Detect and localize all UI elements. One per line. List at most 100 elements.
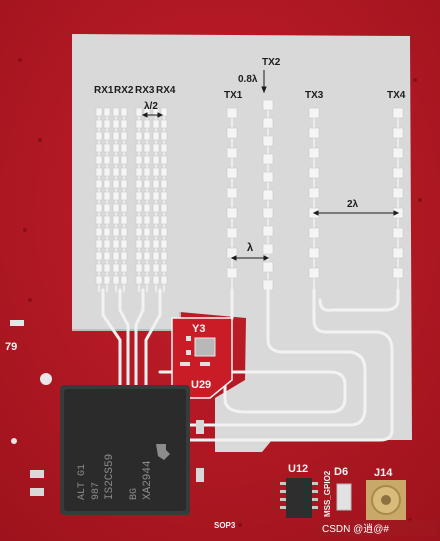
rx-col-rx2-b-patch bbox=[120, 107, 128, 117]
rx-col-rx1-a-patch bbox=[95, 239, 103, 249]
tx-col-3-patch bbox=[308, 187, 320, 199]
rx-col-rx1-b-patch bbox=[103, 227, 111, 237]
rx-col-rx1-a-patch bbox=[95, 203, 103, 213]
chip-line-4: 987 bbox=[91, 482, 102, 500]
rx-col-rx4-a-patch bbox=[152, 143, 160, 153]
rx-col-rx4-a bbox=[152, 107, 160, 292]
rx-col-rx3-a-patch bbox=[135, 203, 143, 213]
rx-col-rx4-b-patch bbox=[160, 107, 168, 117]
rx-col-rx3-a-patch bbox=[135, 107, 143, 117]
tx-col-3-patch bbox=[308, 127, 320, 139]
chip-line-2: BG bbox=[129, 488, 140, 500]
tx-col-3-patch bbox=[308, 107, 320, 119]
rx-col-rx3-a-patch bbox=[135, 155, 143, 165]
rx-col-rx3-b-patch bbox=[143, 143, 151, 153]
tx-col-4-patch bbox=[392, 267, 404, 279]
d6-led bbox=[336, 483, 352, 511]
rx-col-rx2-a-patch bbox=[112, 167, 120, 177]
rx-col-rx4-a-patch bbox=[152, 251, 160, 261]
rx-col-rx3-b-patch bbox=[143, 215, 151, 225]
rx-col-rx2-a-patch bbox=[112, 179, 120, 189]
rx-col-rx2-a-patch bbox=[112, 227, 120, 237]
rx-col-rx3-b-patch bbox=[143, 263, 151, 273]
rx-col-rx4-b-patch bbox=[160, 251, 168, 261]
rx-col-rx2-b-patch bbox=[120, 143, 128, 153]
tx-col-2-patch bbox=[262, 225, 274, 237]
tx-col-1-patch bbox=[226, 187, 238, 199]
tx-col-3-patch bbox=[308, 227, 320, 239]
rx-col-rx4-b-patch bbox=[160, 131, 168, 141]
rx-col-rx2-b-patch bbox=[120, 275, 128, 285]
tx-col-1-patch bbox=[226, 227, 238, 239]
rx-col-rx2-a-patch bbox=[112, 107, 120, 117]
silk-edge-ref: 79 bbox=[5, 341, 17, 353]
tx-feed-3 bbox=[162, 288, 394, 442]
tx-col-1-patch bbox=[226, 267, 238, 279]
rx-col-rx3-a-patch bbox=[135, 179, 143, 189]
tx-col-1-patch bbox=[226, 147, 238, 159]
chip-line-1: XA2944 bbox=[142, 460, 154, 500]
rx-col-rx2-b bbox=[120, 107, 128, 292]
label-two-lambda: 2λ bbox=[347, 199, 359, 210]
tx-col-2-patch bbox=[262, 171, 274, 183]
rx-col-rx1-a-patch bbox=[95, 263, 103, 273]
rx-col-rx1-b-patch bbox=[103, 179, 111, 189]
rx-col-rx1-b-patch bbox=[103, 275, 111, 285]
tx-col-4-patch bbox=[392, 127, 404, 139]
rx-col-rx3-b-patch bbox=[143, 251, 151, 261]
rx-col-rx4-a-patch bbox=[152, 227, 160, 237]
tx-col-4-patch bbox=[392, 147, 404, 159]
tx-col-1-patch bbox=[226, 107, 238, 119]
rx-col-rx4-b bbox=[160, 107, 168, 292]
passive-components bbox=[10, 320, 204, 496]
tx-col-1-patch bbox=[226, 127, 238, 139]
rx-col-rx3-a-patch bbox=[135, 119, 143, 129]
rx-col-rx4-a-patch bbox=[152, 167, 160, 177]
rx-col-rx2-b-patch bbox=[120, 227, 128, 237]
rx-col-rx4-a-patch bbox=[152, 131, 160, 141]
rx-col-rx4-b-patch bbox=[160, 155, 168, 165]
rx-col-rx3-b-patch bbox=[143, 275, 151, 285]
rx-col-rx3-a-patch bbox=[135, 191, 143, 201]
rx-col-rx2-b-patch bbox=[120, 179, 128, 189]
label-lambda: λ bbox=[247, 242, 253, 254]
rx-col-rx3-b bbox=[143, 107, 151, 292]
rx-col-rx4-a-patch bbox=[152, 203, 160, 213]
rx-col-rx1-a-patch bbox=[95, 251, 103, 261]
rx-col-rx1-a-patch bbox=[95, 107, 103, 117]
tx-col-4-patch bbox=[392, 227, 404, 239]
tx-col-2-patch bbox=[262, 135, 274, 147]
rx-col-rx2-b-patch bbox=[120, 191, 128, 201]
rx-col-rx1-b-patch bbox=[103, 215, 111, 225]
rx-col-rx3-b-patch bbox=[143, 167, 151, 177]
rx-col-rx3-a bbox=[135, 107, 143, 292]
tx-col-4-patch bbox=[392, 247, 404, 259]
rx-col-rx1-b-patch bbox=[103, 131, 111, 141]
feed-lines bbox=[101, 288, 400, 442]
rx-col-rx2-a-patch bbox=[112, 251, 120, 261]
rx-col-rx3-b-patch bbox=[143, 239, 151, 249]
rx-col-rx4-b-patch bbox=[160, 143, 168, 153]
rx-col-rx3-a-patch bbox=[135, 131, 143, 141]
silk-u12: U12 bbox=[288, 463, 308, 475]
rx-feed-4 bbox=[144, 288, 162, 394]
tx-col-3-patch bbox=[308, 267, 320, 279]
rx-col-rx2-b-patch bbox=[120, 251, 128, 261]
rx-col-rx4-b-patch bbox=[160, 263, 168, 273]
label-tx3: TX3 bbox=[305, 90, 324, 101]
tx-col-2-patch bbox=[262, 243, 274, 255]
tx-col-4-patch bbox=[392, 107, 404, 119]
rx-col-rx2-a-patch bbox=[112, 275, 120, 285]
rx-col-rx3-b-patch bbox=[143, 227, 151, 237]
tx-col-2-patch bbox=[262, 117, 274, 129]
rx-feed-3 bbox=[134, 288, 145, 394]
chip-line-5: ALT G1 bbox=[77, 464, 88, 500]
tx-col-3-patch bbox=[308, 167, 320, 179]
rx-col-rx1-b-patch bbox=[103, 107, 111, 117]
rx-col-rx1-a bbox=[95, 107, 103, 292]
rx-col-rx1-b bbox=[103, 107, 111, 292]
j14-connector bbox=[366, 480, 406, 520]
rx-col-rx4-a-patch bbox=[152, 263, 160, 273]
rx-col-rx1-a-patch bbox=[95, 143, 103, 153]
watermark: CSDN @逍@# bbox=[322, 523, 389, 535]
